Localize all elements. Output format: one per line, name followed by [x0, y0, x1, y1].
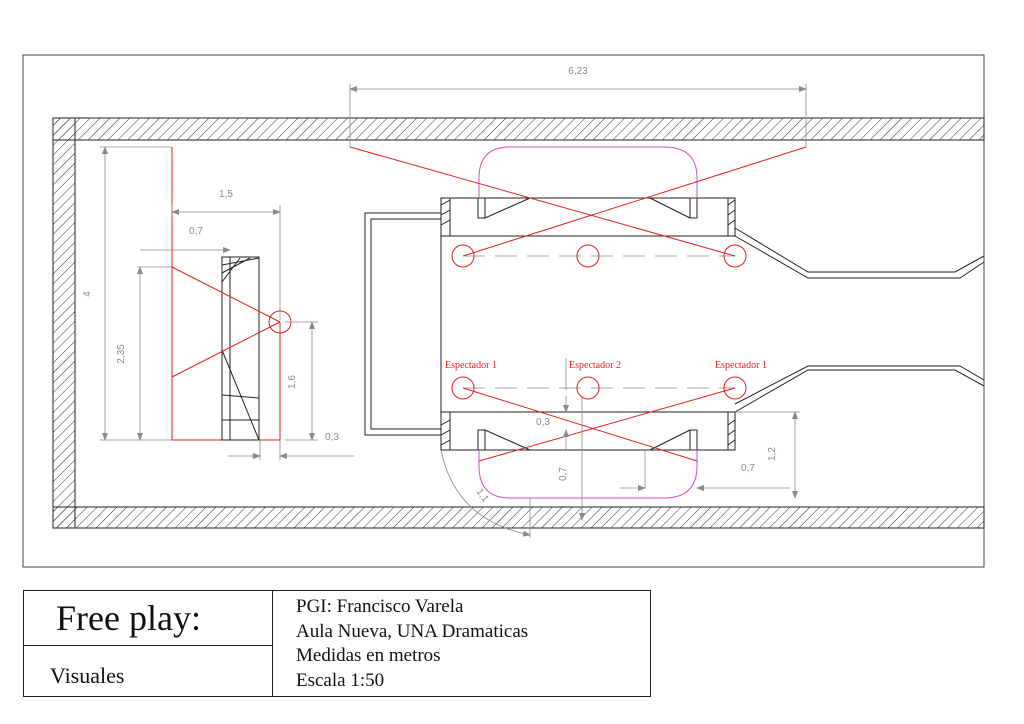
seat-top-right — [723, 244, 747, 268]
lamp-top — [478, 146, 698, 198]
dim-total-width: 6,23 — [568, 66, 588, 77]
seat-top-left — [451, 244, 475, 268]
title-block-left: Free play: Visuales — [24, 591, 273, 696]
seat-top-middle — [576, 244, 600, 268]
walls — [52, 117, 985, 529]
dim-left-bottom-offset: 0,3 — [325, 432, 339, 443]
drawing-frame — [22, 54, 985, 568]
dim-left-inner-height: 2,35 — [116, 344, 127, 364]
seat-bottom-right — [723, 376, 747, 400]
spectator-seats — [451, 244, 747, 400]
central-structure — [364, 197, 985, 451]
left-sightline-a — [171, 266, 281, 323]
left-panel-hatch-bottom — [221, 394, 260, 421]
info-units: Medidas en metros — [296, 645, 441, 666]
dim-center-gap: 0,3 — [536, 417, 550, 428]
left-sightline-b — [171, 321, 281, 378]
drawing-title: Free play: — [24, 591, 272, 646]
drawing-subtitle: Visuales — [50, 663, 125, 688]
dim-right-height: 1,2 — [767, 447, 778, 461]
info-author: PGI: Francisco Varela — [296, 596, 464, 617]
bottom-sightline-a — [462, 387, 698, 462]
lamp-bottom — [478, 450, 698, 499]
left-panel-hatch-top — [221, 257, 260, 283]
top-sightline-b — [462, 146, 807, 257]
dim-arc-radius: 1,1 — [474, 487, 491, 505]
dim-center-depth: 0,7 — [558, 467, 569, 481]
title-block: Free play: Visuales PGI: Francisco Varel… — [23, 590, 651, 697]
title-block-info: PGI: Francisco Varela Aula Nueva, UNA Dr… — [296, 595, 646, 693]
info-scale: Escala 1:50 — [296, 669, 385, 691]
dim-right-offset: 0,7 — [741, 463, 755, 474]
dim-left-height: 4 — [82, 291, 93, 297]
label-spectator-right: Espectador 1 — [715, 360, 767, 371]
wall-bottom — [52, 506, 985, 529]
dim-viewer-height: 1,6 — [287, 375, 298, 389]
wall-left — [52, 117, 76, 529]
inner-box — [364, 212, 442, 436]
label-spectator-middle: Espectador 2 — [569, 360, 621, 371]
dim-left-small: 0,7 — [189, 226, 203, 237]
bottom-sightline-b — [478, 387, 736, 462]
left-dimensions — [100, 146, 354, 460]
label-spectator-left: Espectador 1 — [445, 360, 497, 371]
top-sightline-a — [349, 146, 736, 257]
wall-top — [52, 117, 985, 141]
central-dimensions — [349, 84, 807, 538]
info-location: Aula Nueva, UNA Dramaticas — [296, 620, 529, 642]
dim-left-width: 1,5 — [219, 189, 233, 200]
seat-bottom-middle — [576, 376, 600, 400]
seat-bottom-left — [451, 376, 475, 400]
left-viewer-structure — [171, 147, 292, 441]
